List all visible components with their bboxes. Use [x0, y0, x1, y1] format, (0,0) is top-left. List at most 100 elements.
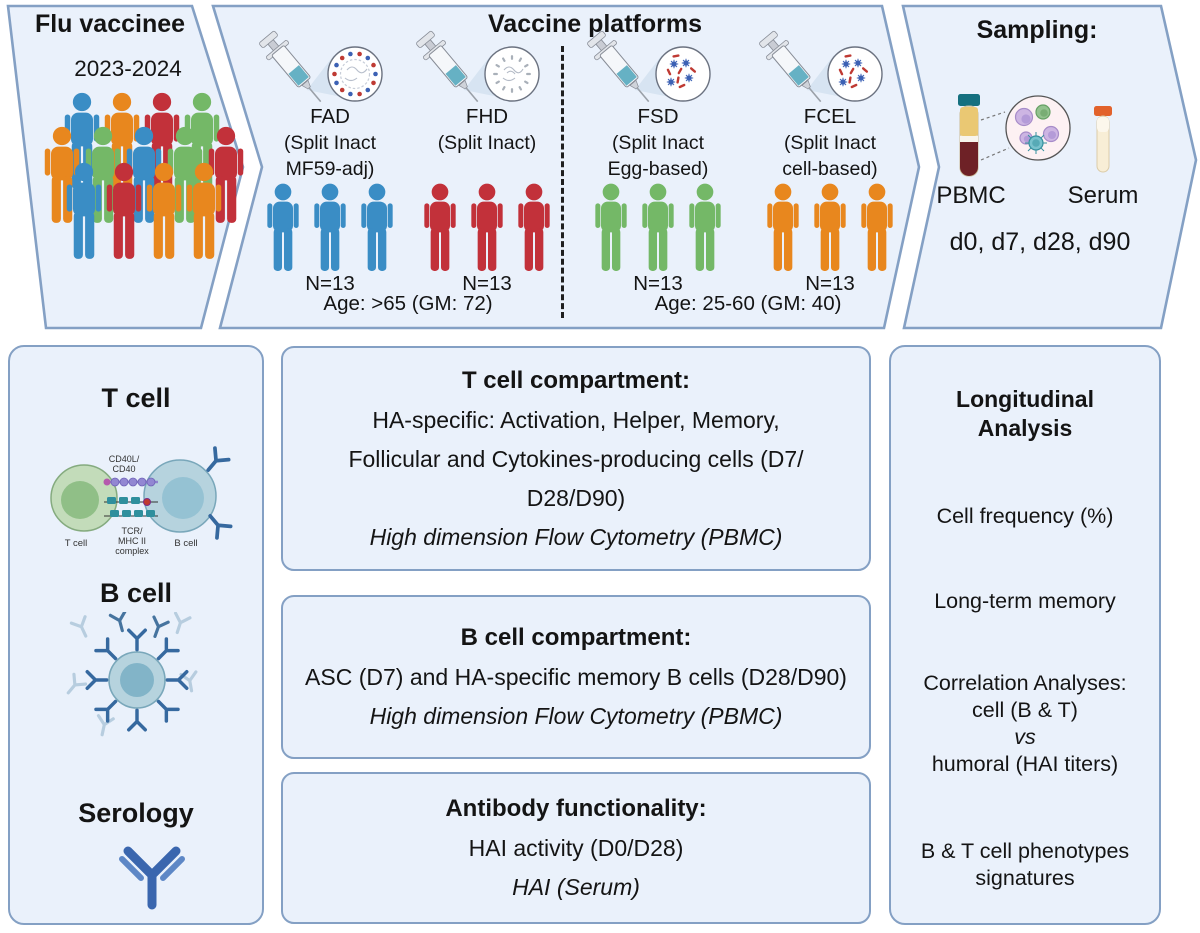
crowd-icon — [44, 92, 244, 259]
phenotypes-line: B & T cell phenotypes — [920, 839, 1130, 863]
platform-code-label: FHD — [465, 105, 509, 128]
antibody-icon — [165, 670, 189, 690]
syringe-icon — [259, 30, 322, 103]
antibody-line: HAI activity (D0/D28) — [468, 835, 684, 861]
platform-group-fhd: FHD(Split Inact)N=13 — [412, 26, 562, 326]
longitudinal-panel — [889, 345, 1161, 925]
t-cell-heading: T cell — [101, 383, 171, 413]
pbmc-label: PBMC — [936, 182, 1006, 209]
people-group-icon — [767, 183, 893, 271]
people-group-icon — [424, 183, 550, 271]
t-compartment-box: T cell compartment: HA-specific: Activat… — [281, 346, 871, 571]
person-icon — [267, 183, 299, 271]
virus-inset-icon — [827, 46, 883, 102]
antibody-icon — [127, 628, 147, 652]
t-compartment-method: High dimension Flow Cytometry (PBMC) — [369, 523, 783, 550]
age-left-label: Age: >65 (GM: 72) — [323, 292, 493, 315]
split-virion-icon — [587, 30, 711, 103]
vaccine-platforms-panel — [211, 4, 921, 330]
b-cell-icon — [62, 612, 201, 738]
t-compartment-line: Follicular and Cytokines-producing cells… — [348, 445, 804, 472]
group-n-label: N=13 — [633, 272, 683, 295]
person-icon — [314, 183, 346, 271]
b-compartment-box: B cell compartment: ASC (D7) and HA-spec… — [281, 595, 871, 759]
whole-virus-icon — [416, 30, 540, 103]
correlation-line: cell (B & T) — [972, 698, 1078, 722]
tcr-label: TCR/ — [122, 526, 143, 536]
person-icon — [518, 183, 550, 271]
antibody-icon — [168, 612, 192, 637]
tcr-label: MHC II — [118, 536, 146, 546]
timepoints-label: d0, d7, d28, d90 — [949, 228, 1131, 256]
person-icon — [424, 183, 456, 271]
phenotypes-line: signatures — [975, 866, 1075, 890]
b-compartment-method: High dimension Flow Cytometry (PBMC) — [369, 703, 783, 729]
b-compartment-line: ASC (D7) and HA-specific memory B cells … — [305, 664, 847, 690]
split-virion-icon — [759, 30, 883, 103]
person-icon — [689, 183, 721, 271]
platform-code-label: FSD — [637, 105, 679, 128]
serology-heading: Serology — [78, 798, 194, 828]
longitudinal-title-line: Longitudinal — [956, 386, 1094, 412]
phenotypes-item: B & T cell phenotypes signatures — [889, 838, 1161, 892]
people-group-icon — [595, 183, 721, 271]
adjuvanted-virus-icon — [259, 30, 383, 103]
age-group-divider — [561, 46, 564, 318]
serum-tube-icon — [1094, 106, 1112, 173]
correlation-line: humoral (HAI titers) — [931, 752, 1119, 776]
correlation-line: vs — [1014, 725, 1036, 749]
people-group-icon — [267, 183, 393, 271]
syringe-icon — [416, 30, 479, 103]
platform-desc-label: (Split Inact) — [437, 132, 537, 154]
antibody-title: Antibody functionality: — [445, 795, 707, 822]
virus-inset-icon — [327, 46, 383, 102]
top-banners — [6, 4, 1198, 330]
pbmc-cells-icon — [1005, 95, 1071, 161]
group-n-label: N=13 — [805, 272, 855, 295]
t-compartment-line: HA-specific: Activation, Helper, Memory, — [372, 406, 780, 433]
antibody-icon — [146, 615, 170, 641]
vaccine-platforms-title: Vaccine platforms — [488, 10, 702, 38]
person-icon — [861, 183, 893, 271]
person-icon — [814, 183, 846, 271]
tcr-mhc-complex-icon — [104, 497, 158, 517]
correlation-item: Correlation Analyses: cell (B & T) vs hu… — [889, 670, 1161, 778]
t-cell-label: T cell — [65, 538, 88, 549]
antibody-icon — [85, 670, 109, 690]
igg-antibody-icon — [119, 846, 185, 910]
antibody-functionality-box: Antibody functionality: HAI activity (D0… — [281, 772, 871, 924]
platform-code-label: FAD — [310, 105, 350, 128]
t-compartment-title: T cell compartment: — [461, 366, 691, 394]
tcr-label: complex — [115, 546, 149, 556]
callout-line — [980, 111, 1006, 121]
sampling-icons — [958, 94, 1112, 177]
syringe-icon — [759, 30, 822, 103]
cd40-label: CD40L/ — [109, 454, 140, 464]
long-term-memory-item: Long-term memory — [934, 589, 1116, 613]
virus-inset-icon — [484, 46, 540, 102]
person-icon — [767, 183, 799, 271]
antibody-icon — [69, 615, 95, 641]
longitudinal-title: Longitudinal Analysis — [889, 385, 1161, 443]
cd40-complex-icon — [103, 477, 158, 487]
person-icon — [361, 183, 393, 271]
sampling-title: Sampling: — [976, 16, 1098, 44]
callout-line — [980, 147, 1010, 161]
cd40-label: CD40 — [112, 464, 135, 474]
platform-code-label: FCEL — [803, 105, 857, 128]
group-n-label: N=13 — [305, 272, 355, 295]
antibody-icon — [62, 672, 88, 700]
person-icon — [642, 183, 674, 271]
person-icon — [471, 183, 503, 271]
b-cell-heading: B cell — [99, 578, 173, 608]
age-right-label: Age: 25-60 (GM: 40) — [654, 292, 842, 315]
flu-vaccinee-title: Flu vaccinee — [34, 10, 186, 38]
antibody-icon — [108, 612, 132, 635]
